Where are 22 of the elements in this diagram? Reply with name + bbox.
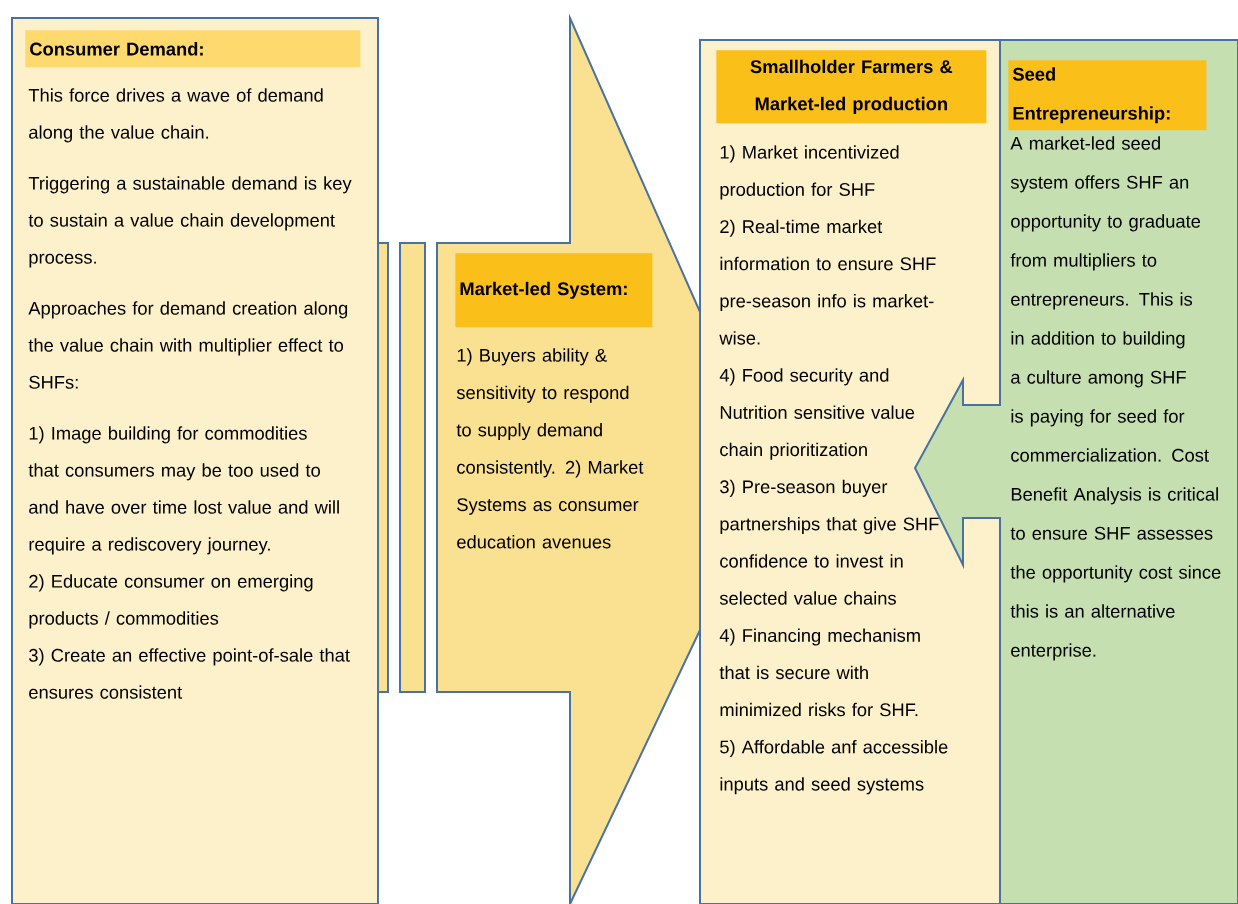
paragraph: Approaches for demand creation along the value chain with multiplier effect to SHFs: (28, 301, 348, 389)
paragraph: 3) Create an effective point-of-sale that ensures consistent (29, 648, 350, 699)
paragraph: 4) Financing mechanism that is secure with minimized risks for SHF. (719, 628, 920, 717)
heading: Smallholder Farmers & Market-led production (716, 50, 987, 124)
heading: Consumer Demand: (25, 30, 361, 68)
stripe-bar (399, 242, 426, 693)
heading: Market-led System: (455, 253, 653, 328)
paragraph: 3) Pre-season buyer partnerships that give SHF confidence to invest in selected value chains (719, 479, 939, 605)
paragraph: 1) Market incentivized production for SHF (720, 145, 899, 200)
paragraph: 1) Image building for commodities that consumers may be too used to and have over time lost value and will require a rediscovery journey. (28, 426, 339, 555)
paragraph: A market-led seed system offers SHF an opportunity to graduate from multipliers to entrepreneurs. This is in addition to building a culture among SHF is paying for seed for commercialization. Cost Benefit Analysis is critical to ensure SHF assesses the opportunity cost since this is an alternative enterprise. (1010, 136, 1221, 661)
text-box (11, 17, 379, 904)
heading: Seed Entrepreneurship: (1008, 60, 1207, 131)
paragraph: Triggering a sustainable demand is key to sustain a value chain development process. (28, 176, 352, 268)
paragraph: This force drives a wave of demand along the value chain. (28, 88, 323, 143)
paragraph: 2) Educate consumer on emerging products / commodities (29, 574, 313, 629)
paragraph: 4) Food security and Nutrition sensitive value chain prioritization (719, 368, 915, 460)
paragraph: 5) Affordable anf accessible inputs and seed systems (720, 740, 948, 795)
text-box (699, 39, 1001, 904)
paragraph: 2) Real-time market information to ensure SHF pre-season info is market-wise. (719, 219, 936, 345)
paragraph: 1) Buyers ability & sensitivity to respond to supply demand consistently. 2) Market Systems as consumer education avenues (456, 348, 644, 549)
stripe-bar (377, 242, 389, 693)
